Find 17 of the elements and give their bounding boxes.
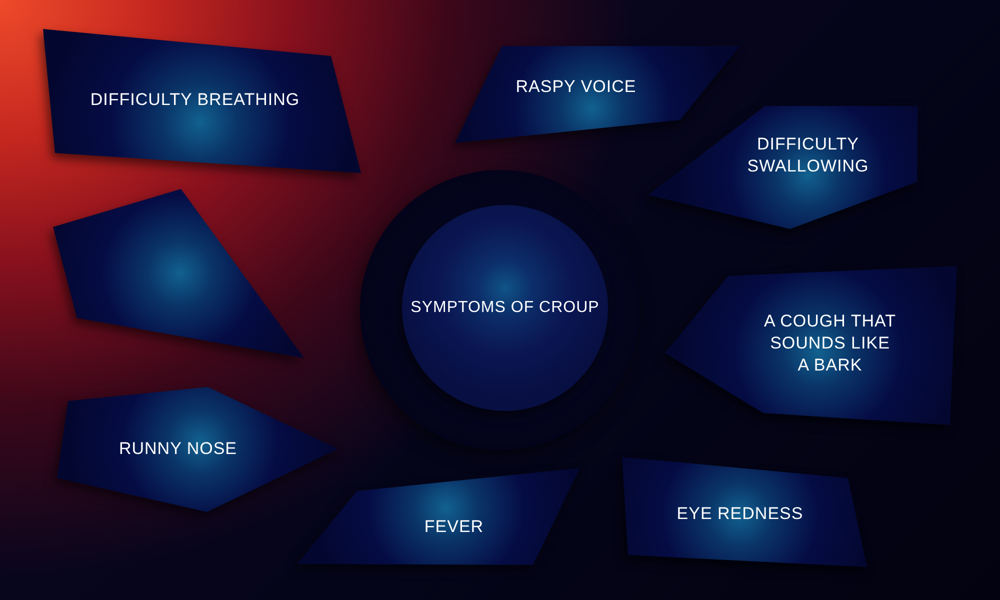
polygon-panel — [622, 457, 867, 567]
circle-panel — [402, 205, 608, 411]
symptom-label: DIFFICULTY BREATHING — [90, 89, 300, 111]
symptom-label: DIFFICULTY SWALLOWING — [746, 133, 870, 177]
polygon-panel — [648, 106, 918, 229]
symptom-label: RASPY VOICE — [516, 76, 636, 98]
polygon-panel — [665, 266, 957, 425]
polygon-panel — [455, 46, 740, 143]
polygon-panel — [57, 387, 338, 512]
symptom-label: RUNNY NOSE — [118, 438, 238, 460]
symptom-label: FEVER — [424, 516, 484, 538]
polygon-panel — [43, 29, 361, 173]
center-heading: SYMPTOMS OF CROUP — [410, 298, 600, 318]
symptom-label: A COUGH THAT SOUNDS LIKE A BARK — [763, 310, 897, 376]
symptom-label: EYE REDNESS — [676, 503, 804, 525]
polygon-panel — [53, 189, 304, 358]
polygon-panel — [297, 468, 580, 565]
